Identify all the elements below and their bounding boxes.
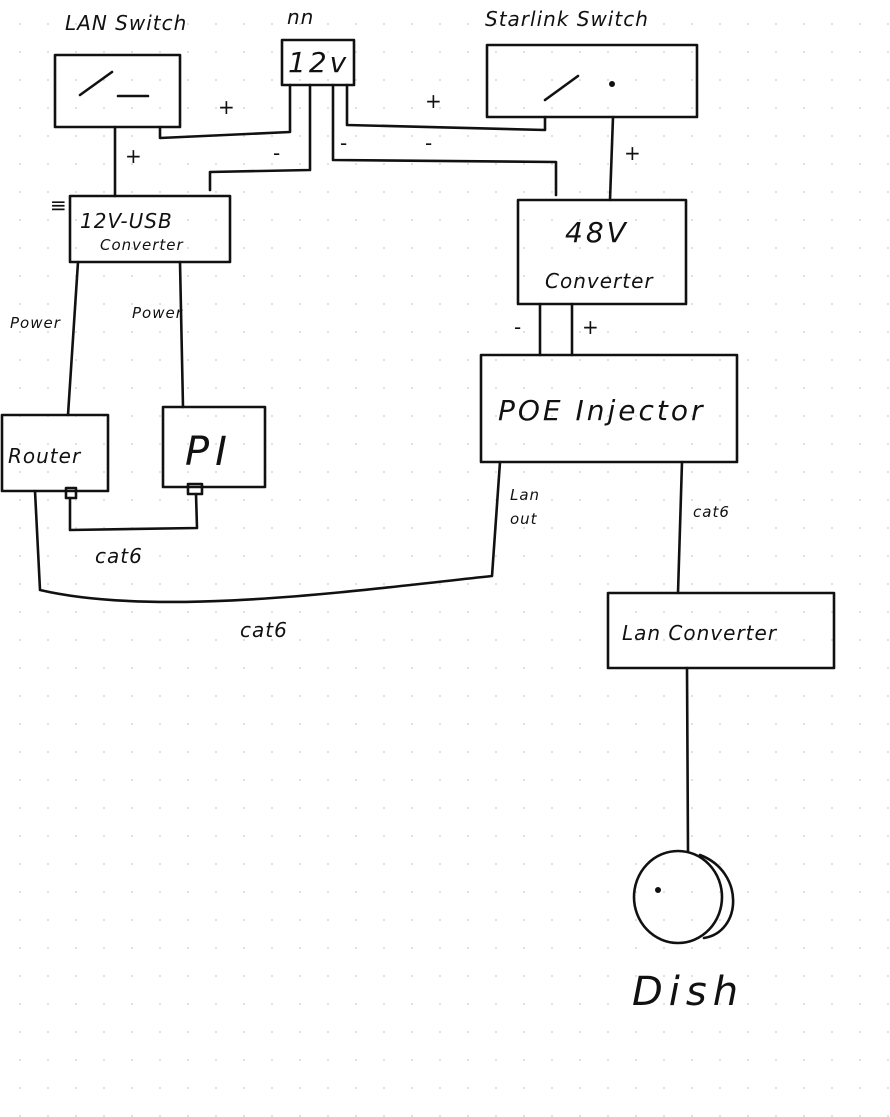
- twelve-v-box: [280, 38, 356, 87]
- plus-sign: +: [582, 315, 599, 339]
- plus-sign: +: [125, 144, 142, 168]
- cat6-label: cat6: [240, 618, 288, 642]
- dish-label: Dish: [632, 969, 744, 1015]
- lan-converter-label: Lan Converter: [622, 621, 778, 645]
- wire-starlink-switch-to-48v-converter: [608, 115, 615, 202]
- starlink-switch-box: [485, 43, 699, 119]
- lan-out-label-1: Lan: [510, 486, 540, 504]
- ground-symbol: ≡: [50, 193, 67, 217]
- converter-48v-box: [516, 198, 688, 306]
- minus-sign: -: [340, 131, 347, 155]
- dish-icon: [632, 849, 735, 945]
- minus-sign: -: [273, 141, 280, 165]
- twelve-v-top-label: nn: [287, 5, 314, 29]
- wire-cat6-poe-to-lan-converter: [676, 460, 684, 595]
- plus-sign: +: [624, 141, 641, 165]
- cat6-label: cat6: [693, 503, 730, 521]
- switch-contact-icon: [609, 81, 615, 87]
- switch-toggle-icon: [78, 70, 150, 98]
- converter-48v-label-1: 48V: [565, 216, 629, 249]
- converter-48v-label-2: Converter: [545, 269, 654, 293]
- plus-sign: +: [218, 95, 235, 119]
- power-label: Power: [132, 304, 183, 322]
- wire-cat6-router-to-poe: [33, 460, 502, 604]
- wire-cat6-router-to-pi: [68, 492, 199, 532]
- poe-injector-label: POE Injector: [498, 394, 706, 427]
- router-label: Router: [8, 444, 82, 468]
- poe-injector-box: [479, 353, 739, 464]
- minus-sign: -: [425, 131, 432, 155]
- lan-switch-box: [53, 53, 182, 129]
- usb-converter-box: [68, 194, 232, 264]
- plus-sign: +: [425, 89, 442, 113]
- starlink-switch-label: Starlink Switch: [485, 7, 649, 31]
- wire-12v-minus-to-usb-converter: [208, 83, 312, 192]
- lan-converter-box: [606, 591, 836, 670]
- lan-out-label-2: out: [510, 510, 538, 528]
- pi-label: PI: [185, 429, 233, 475]
- switch-toggle-icon: [543, 74, 580, 102]
- wire-12v-minus-to-48v-converter: [331, 83, 558, 197]
- wire-power-to-router: [66, 260, 80, 417]
- power-label: Power: [10, 314, 61, 332]
- minus-sign: -: [514, 315, 521, 339]
- usb-converter-label-2: Converter: [100, 236, 184, 254]
- usb-converter-label-1: 12V-USB: [80, 209, 173, 233]
- wire-12v-plus-to-lan-switch: [158, 83, 292, 140]
- wire-12v-plus-to-starlink-switch: [345, 83, 547, 132]
- wire-lan-converter-to-dish: [685, 666, 690, 853]
- twelve-v-label: 12v: [288, 46, 349, 79]
- cat6-label: cat6: [95, 544, 143, 568]
- wire-power-to-pi: [178, 260, 185, 409]
- lan-switch-label: LAN Switch: [65, 11, 187, 35]
